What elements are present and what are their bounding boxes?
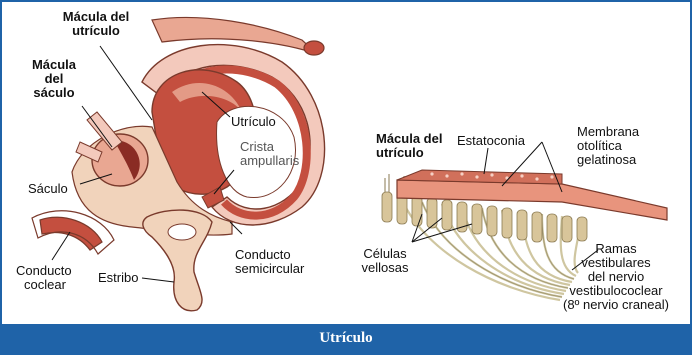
figure-caption: Utrículo bbox=[2, 324, 690, 353]
label-estatoconia: Estatoconia bbox=[457, 134, 525, 148]
label-macula-utriculo-right: Mácula del utrículo bbox=[376, 132, 442, 160]
otolithic-membrane bbox=[397, 180, 667, 220]
label-celulas-vellosas: Células vellosas bbox=[354, 247, 416, 275]
label-macula-saculo: Mácula del sáculo bbox=[24, 58, 84, 100]
label-estribo: Estribo bbox=[98, 271, 138, 285]
label-macula-utriculo-left: Mácula del utrículo bbox=[54, 10, 138, 38]
label-ramas-vestibulares: Ramas vestibulares del nervio vestibuloc… bbox=[557, 242, 675, 312]
stapes-hole bbox=[168, 224, 196, 240]
label-crista-ampullaris: Crista ampullaris bbox=[240, 140, 299, 168]
label-membrana-otolitica: Membrana otolítica gelatinosa bbox=[577, 125, 639, 167]
label-saculo: Sáculo bbox=[28, 182, 68, 196]
label-utriculo: Utrículo bbox=[231, 115, 276, 129]
label-conducto-coclear: Conducto coclear bbox=[16, 264, 72, 292]
label-conducto-semicircular: Conducto semicircular bbox=[235, 248, 304, 276]
duct-end-cap bbox=[304, 41, 324, 55]
